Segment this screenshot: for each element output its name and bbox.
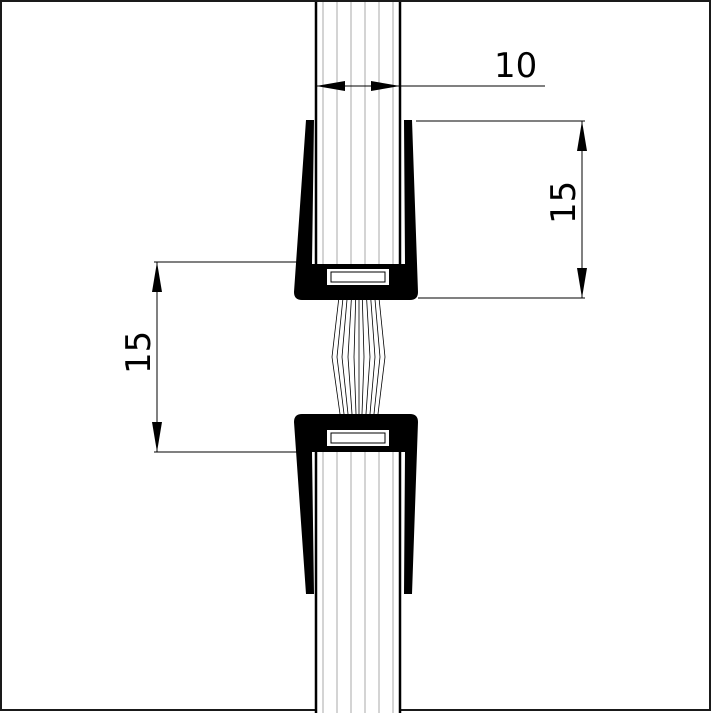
upper-u-profile (294, 120, 418, 300)
dimension-glass-thickness: 10 (316, 46, 545, 91)
lower-glass-panel (314, 452, 402, 713)
lower-u-profile (294, 414, 418, 594)
dimension-label-10: 10 (494, 46, 537, 86)
dimension-gap: 15 (119, 261, 298, 453)
brush-filaments (331, 287, 386, 415)
dimension-label-15-left: 15 (119, 331, 159, 374)
upper-glass-panel (314, 2, 402, 266)
dimension-label-15-right: 15 (544, 181, 584, 224)
dimension-profile-height: 15 (416, 120, 587, 299)
